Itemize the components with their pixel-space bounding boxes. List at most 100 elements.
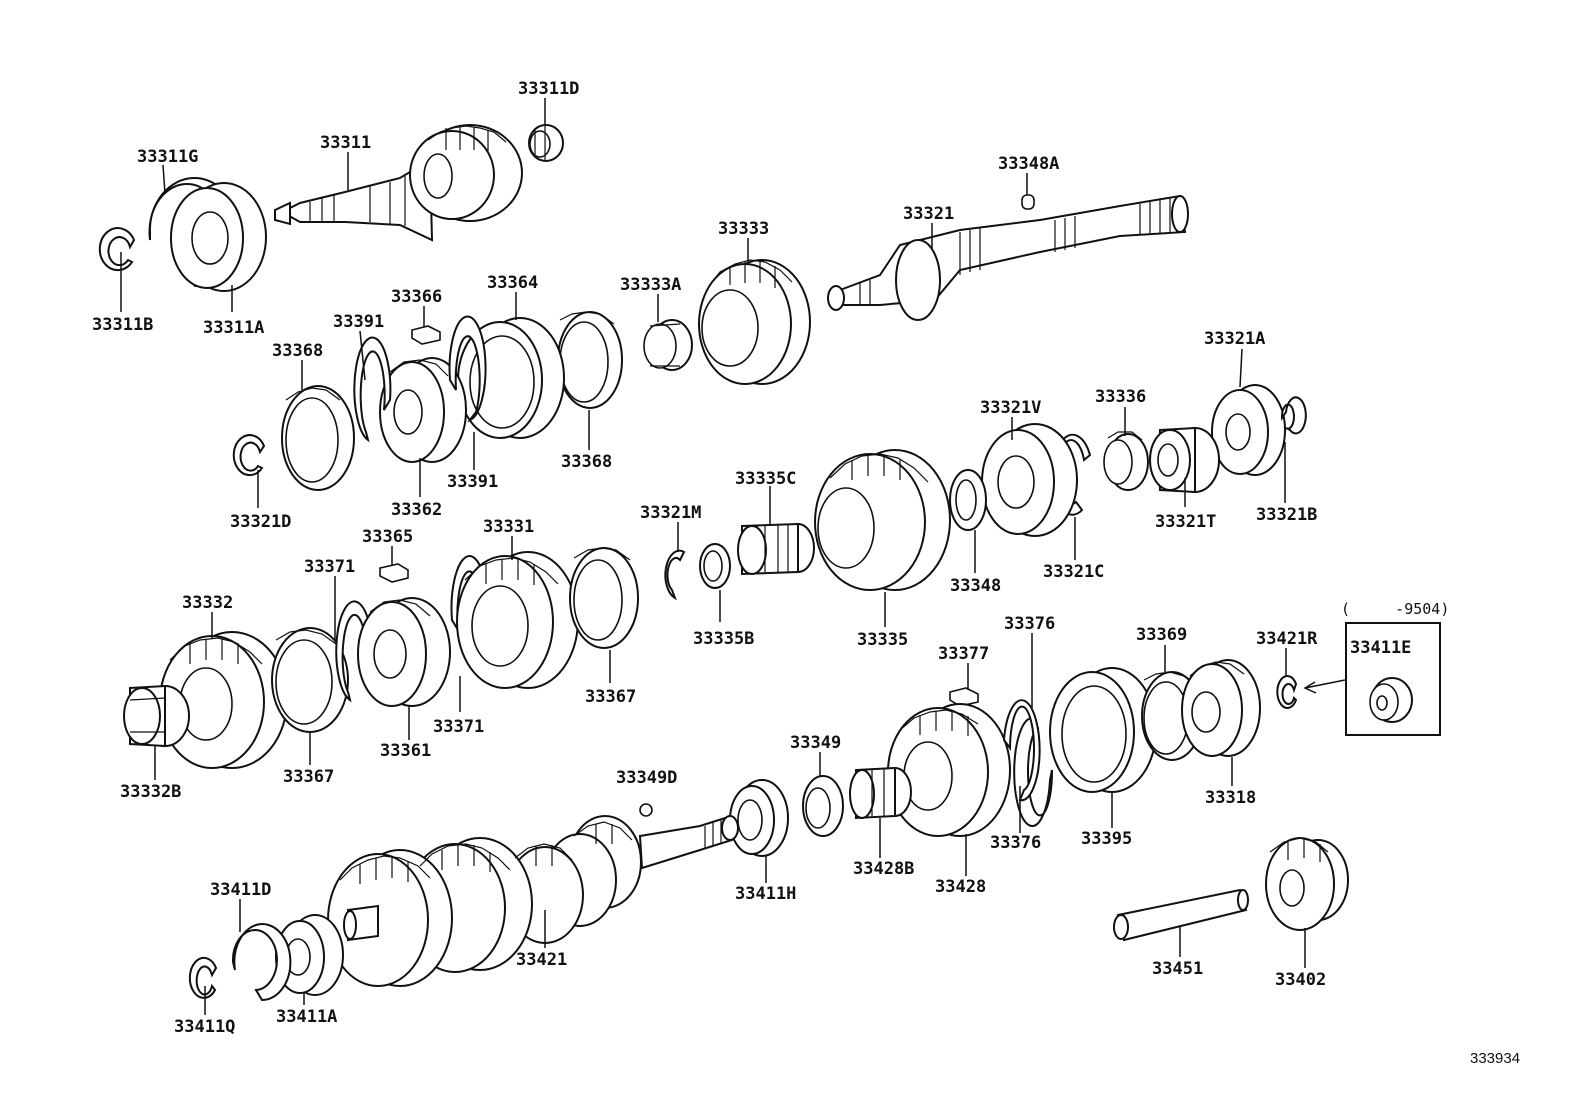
label-33395: 33395 — [1081, 829, 1132, 849]
label-33421R: 33421R — [1256, 629, 1318, 649]
label-33364: 33364 — [487, 273, 538, 293]
label-33348A: 33348A — [998, 154, 1059, 174]
label-33311B: 33311B — [92, 315, 153, 335]
bearing-33321V — [981, 423, 1078, 537]
label-33421: 33421 — [516, 950, 567, 970]
label-33402: 33402 — [1275, 970, 1326, 990]
key-33365 — [379, 563, 409, 583]
label-33349: 33349 — [790, 733, 841, 753]
label-33332B: 33332B — [120, 782, 181, 802]
gear-33332 — [159, 631, 288, 769]
label-33311: 33311 — [320, 133, 371, 153]
label-33335B: 33335B — [693, 629, 754, 649]
bearing-33332B — [123, 684, 190, 748]
bearing-33333A — [643, 319, 693, 371]
gear-33331 — [456, 551, 579, 689]
inset-box-33411E — [1345, 622, 1441, 736]
reverse-shaft-33451 — [1113, 888, 1249, 942]
label-33367-upper: 33367 — [585, 687, 636, 707]
label-33369: 33369 — [1136, 625, 1187, 645]
shift-spring-33391-b — [448, 315, 487, 423]
label-33321B: 33321B — [1256, 505, 1317, 525]
label-33367-lower: 33367 — [283, 767, 334, 787]
snap-ring-33411D — [231, 923, 292, 1002]
bearing-33411H — [729, 779, 789, 857]
counter-shaft-33421 — [327, 815, 739, 987]
label-33451: 33451 — [1152, 959, 1203, 979]
label-33335: 33335 — [857, 630, 908, 650]
label-33318: 33318 — [1205, 788, 1256, 808]
snap-ring-33321D — [232, 434, 266, 477]
hub-33361 — [357, 597, 451, 707]
reverse-idler-gear-33402 — [1265, 837, 1349, 931]
label-33336: 33336 — [1095, 387, 1146, 407]
sleeve-33395 — [1049, 667, 1157, 793]
reference-number: 333934 — [1470, 1050, 1520, 1067]
label-33321V: 33321V — [980, 398, 1041, 418]
gear-33336 — [1103, 431, 1149, 491]
label-33428: 33428 — [935, 877, 986, 897]
label-33376-lower: 33376 — [990, 833, 1041, 853]
label-33311D: 33311D — [518, 79, 579, 99]
key-33366 — [411, 325, 441, 345]
label-33321T: 33321T — [1155, 512, 1216, 532]
sync-ring-33367-upper — [569, 547, 639, 649]
bearing-33335C — [737, 522, 815, 576]
label-33411Q: 33411Q — [174, 1017, 235, 1037]
label-33362: 33362 — [391, 500, 442, 520]
label-33376-upper: 33376 — [1004, 614, 1055, 634]
bearing-33311A — [170, 182, 267, 292]
label-33411H: 33411H — [735, 884, 796, 904]
label-33321M: 33321M — [640, 503, 701, 523]
label-33411A: 33411A — [276, 1007, 337, 1027]
snap-ring-33321B — [1280, 396, 1307, 435]
label-33368-upper: 33368 — [272, 341, 323, 361]
label-33411E: 33411E — [1350, 638, 1411, 658]
ring-33335B — [699, 543, 731, 589]
label-33368-lower: 33368 — [561, 452, 612, 472]
label-33377: 33377 — [938, 644, 989, 664]
label-33311G: 33311G — [137, 147, 198, 167]
sync-ring-33368-upper — [557, 311, 623, 409]
spring-33376-b — [1002, 699, 1041, 802]
part-labels: 33311D 33311G 33311 33348A 33321 33333 3… — [92, 79, 1520, 1067]
spacer-33321T — [1149, 426, 1220, 494]
label-33365: 33365 — [362, 527, 413, 547]
key-33377 — [949, 687, 979, 707]
label-33391-upper: 33391 — [333, 312, 384, 332]
label-33333: 33333 — [718, 219, 769, 239]
output-shaft-33321 — [827, 194, 1189, 321]
gear-33428 — [887, 703, 1011, 837]
label-33349D: 33349D — [616, 768, 677, 788]
sync-ring-33368-lower — [281, 385, 355, 491]
snap-ring-33421R — [1276, 675, 1298, 709]
ball-33349D — [639, 803, 653, 817]
snap-ring-33411Q — [188, 956, 218, 999]
label-33391-lower: 33391 — [447, 472, 498, 492]
input-shaft-33311 — [274, 124, 523, 242]
race-33349 — [802, 775, 844, 837]
label-33332: 33332 — [182, 593, 233, 613]
gear-33335 — [814, 449, 951, 591]
snap-ring-33321M — [664, 549, 686, 601]
label-33331: 33331 — [483, 517, 534, 537]
label-33348: 33348 — [950, 576, 1001, 596]
label-33333A: 33333A — [620, 275, 681, 295]
label-33321C: 33321C — [1043, 562, 1104, 582]
label-33411D: 33411D — [210, 880, 271, 900]
inset-note-9504: ( -9504) — [1341, 600, 1449, 618]
leader-lines — [120, 98, 1306, 1015]
bearing-33321A — [1211, 384, 1286, 476]
sync-ring-33367-lower — [271, 627, 349, 733]
label-33428B: 33428B — [853, 859, 914, 879]
label-33321A: 33321A — [1204, 329, 1265, 349]
gear-33318 — [1181, 659, 1261, 757]
label-33361: 33361 — [380, 741, 431, 761]
label-33321: 33321 — [903, 204, 954, 224]
hub-33362 — [379, 357, 467, 463]
gear-33333 — [698, 259, 811, 385]
label-33371-lower: 33371 — [433, 717, 484, 737]
label-33366: 33366 — [391, 287, 442, 307]
